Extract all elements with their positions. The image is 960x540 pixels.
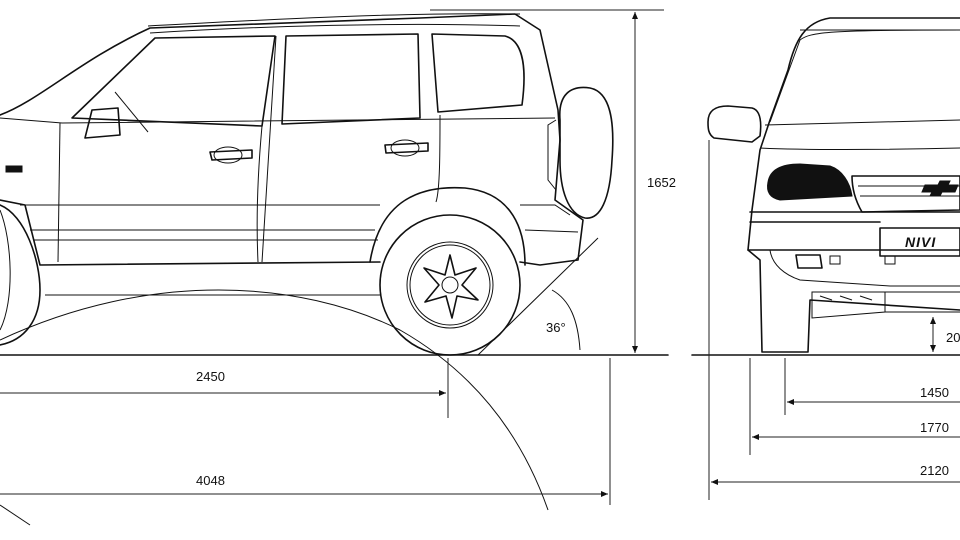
front-door-handle [209,149,253,161]
height-label: 1652 [647,175,676,190]
badge-plate [879,227,960,257]
rear-hub-star [423,254,479,319]
width-label: 1770 [920,420,949,435]
departure-angle-label: 36° [546,320,566,335]
front-body-outline [747,17,960,353]
width-mirrors-label: 2120 [920,463,949,478]
model-badge: NIVI [905,234,936,250]
quarter-window [431,33,525,113]
track-label: 1450 [920,385,949,400]
front-window [71,35,276,127]
fog-light [795,254,823,269]
rear-door-handle [384,142,429,154]
headlight [767,163,853,201]
rear-wheel-arch [369,186,526,266]
wheelbase-label: 2450 [196,369,225,384]
chevrolet-emblem [921,180,959,197]
rear-tire [379,214,521,356]
rear-door-window [281,33,421,125]
side-view: 36° 1652 2450 4048 [0,9,676,526]
front-view: NIVI 20 1450 1770 2120 [691,17,960,500]
grille [851,175,960,213]
length-label: 4048 [196,473,225,488]
front-wheel [0,204,41,346]
windshield [769,29,960,123]
overhang-arc [0,289,549,511]
side-body-outline [0,13,584,266]
ground-clearance-label: 20 [946,330,960,345]
spare-wheel [559,86,614,219]
front-bumper [747,211,960,251]
front-mirror [707,105,762,143]
